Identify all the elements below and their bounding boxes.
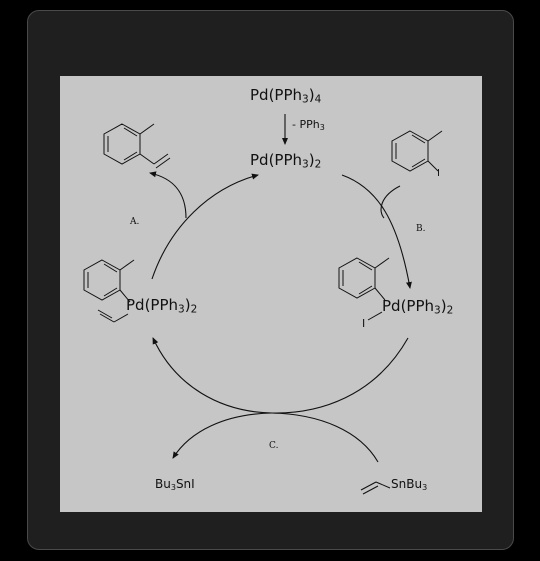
pd-iodide-i-label: I [362,317,366,330]
ligand-loss-label: - PPh3 [292,118,325,132]
vinyl-aryl-pd-structure [83,259,135,323]
aryl-iodide-i-label: I [437,168,440,179]
aryl-iodide-structure [391,130,443,172]
step-b-label: B. [416,224,426,234]
vinyl-stannane-structure [360,481,391,495]
cycle-arc-bottom-right [271,337,409,414]
cycle-arc-top-left [151,173,259,280]
vinyl-stannane-label: SnBu3 [391,477,428,492]
vinyl-aryl-pd-label: Pd(PPh3)2 [126,296,198,316]
cycle-arc-bottom-left [152,337,273,414]
product-styrene-structure [103,123,171,169]
aryl-iodide-entry-arrow [380,185,401,219]
step-a-label: A. [130,217,140,227]
cycle-arc-top-right [341,174,412,289]
tin-byproduct-exit-arrow [172,412,273,459]
pd-tetrakis-label: Pd(PPh3)4 [250,86,322,106]
product-release-arrow [149,171,187,219]
aryl-pd-iodide-structure [338,257,390,321]
aryl-pd-iodide-label: Pd(PPh3)2 [382,297,454,317]
tin-byproduct-label: Bu3SnI [155,477,195,492]
step-c-label: C. [269,441,279,451]
pd-bis-catalyst-label: Pd(PPh3)2 [250,151,322,171]
stannane-entry-arrow [271,412,379,463]
catalytic-cycle-figure: Pd(PPh3)4 - PPh3 Pd(PPh3)2 A. B. C. I Pd… [60,76,482,512]
cycle-graphics [83,114,443,495]
